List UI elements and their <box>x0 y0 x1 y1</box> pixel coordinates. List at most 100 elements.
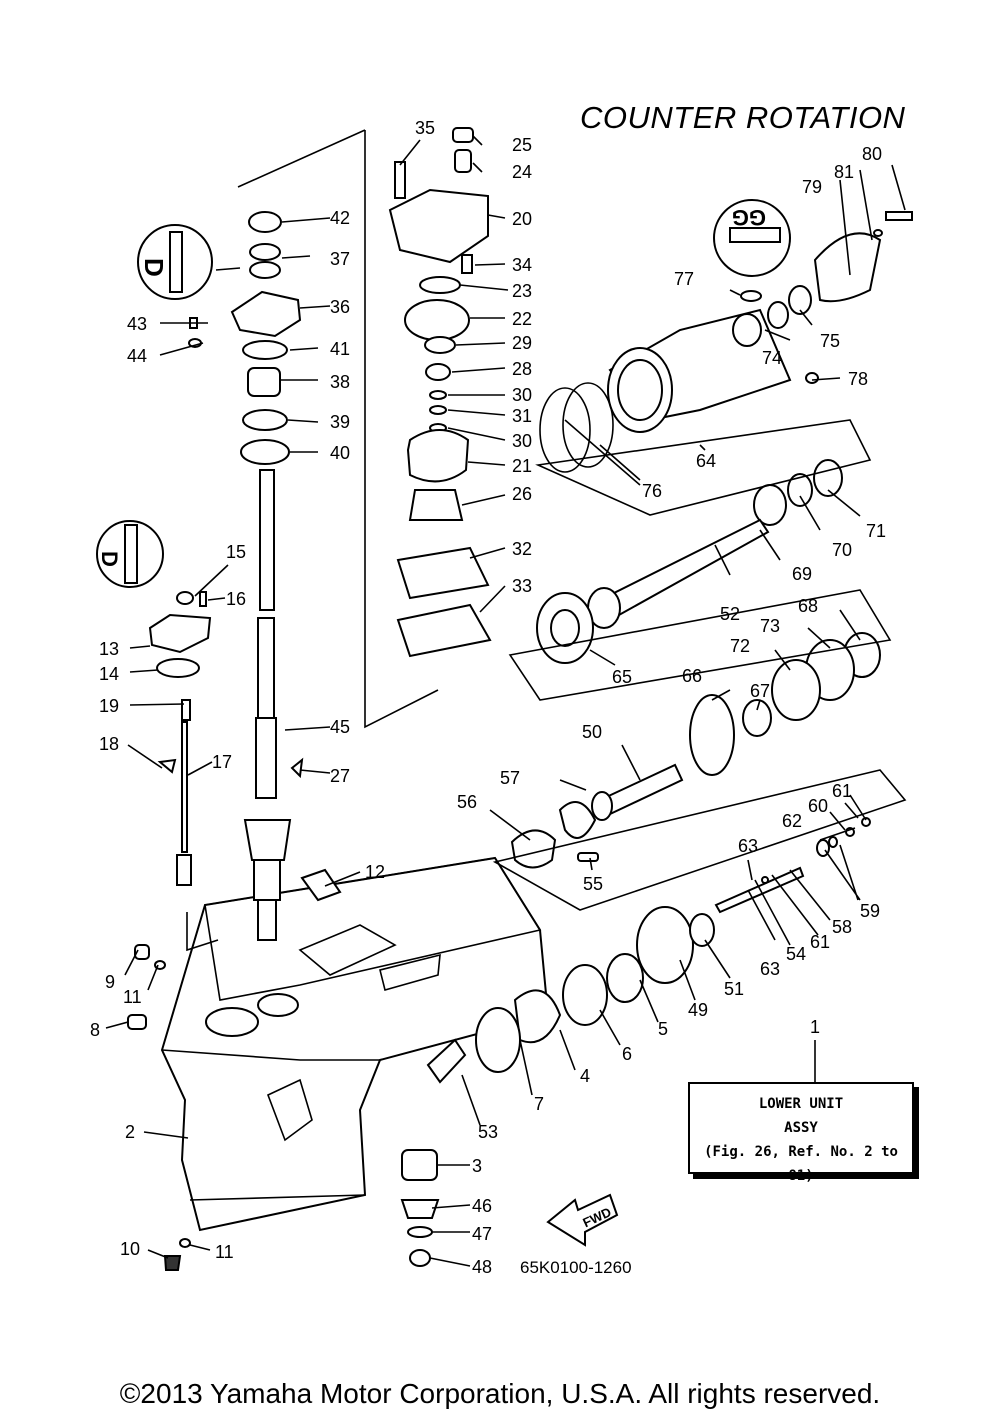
part-number-26: 26 <box>512 484 532 504</box>
part-number-62: 62 <box>782 811 802 831</box>
drawing-code: 65K0100-1260 <box>520 1258 632 1277</box>
part-number-30: 30 <box>512 431 532 451</box>
copyright-notice: ©2013 Yamaha Motor Corporation, U.S.A. A… <box>119 1378 881 1409</box>
part-number-35: 35 <box>415 118 435 138</box>
part-number-48: 48 <box>472 1257 492 1277</box>
part-number-34: 34 <box>512 255 532 275</box>
part-number-33: 33 <box>512 576 532 596</box>
part-number-38: 38 <box>330 372 350 392</box>
part-number-41: 41 <box>330 339 350 359</box>
gear-housing <box>160 856 550 1232</box>
part-number-labels: 1 2 3 4 5 6 7 8 9 10 11 11 12 13 14 15 1… <box>90 118 886 1277</box>
fwd-arrow: FWD <box>546 1193 619 1247</box>
part-number-52: 52 <box>720 604 740 624</box>
lower-unit-assy-box: LOWER UNIT ASSY (Fig. 26, Ref. No. 2 to … <box>688 1082 914 1184</box>
part-number-68: 68 <box>798 596 818 616</box>
part-number-57: 57 <box>500 768 520 788</box>
part-number-3: 3 <box>472 1156 482 1176</box>
drive-shaft-upper-parts <box>188 211 302 465</box>
part-number-17: 17 <box>212 752 232 772</box>
part-number-70: 70 <box>832 540 852 560</box>
part-number-32: 32 <box>512 539 532 559</box>
part-number-13: 13 <box>99 639 119 659</box>
part-number-27: 27 <box>330 766 350 786</box>
part-number-50: 50 <box>582 722 602 742</box>
part-number-11: 11 <box>215 1242 234 1262</box>
shift-rod-parts <box>148 591 212 886</box>
part-number-45: 45 <box>330 717 350 737</box>
part-number-64: 64 <box>696 451 716 471</box>
part-number-7: 7 <box>534 1094 544 1114</box>
part-number-55: 55 <box>583 874 603 894</box>
part-number-30: 30 <box>512 385 532 405</box>
part-number-63: 63 <box>760 959 780 979</box>
part-number-74: 74 <box>762 348 782 368</box>
part-number-8: 8 <box>90 1020 100 1040</box>
part-number-19: 19 <box>99 696 119 716</box>
part-number-6: 6 <box>622 1044 632 1064</box>
part-number-18: 18 <box>99 734 119 754</box>
part-number-78: 78 <box>848 369 868 389</box>
svg-text:GG: GG <box>732 205 766 230</box>
part-number-76: 76 <box>642 481 662 501</box>
part-number-29: 29 <box>512 333 532 353</box>
part-number-10: 10 <box>120 1239 140 1259</box>
part-number-16: 16 <box>226 589 246 609</box>
part-number-31: 31 <box>512 406 532 426</box>
propeller-shaft-housing <box>539 211 913 473</box>
part-number-9: 9 <box>105 972 115 992</box>
part-number-20: 20 <box>512 209 532 229</box>
part-number-37: 37 <box>330 249 350 269</box>
part-number-71: 71 <box>866 521 886 541</box>
part-number-51: 51 <box>724 979 744 999</box>
misc-small-parts <box>127 757 342 1271</box>
part-number-5: 5 <box>658 1019 668 1039</box>
part-number-59: 59 <box>860 901 880 921</box>
part-number-58: 58 <box>832 917 852 937</box>
part-number-23: 23 <box>512 281 532 301</box>
part-number-47: 47 <box>472 1224 492 1244</box>
lube-callout-d-upper: D <box>137 224 213 300</box>
part-number-61: 61 <box>810 932 830 952</box>
part-number-21: 21 <box>512 456 532 476</box>
part-number-46: 46 <box>472 1196 492 1216</box>
part-number-65: 65 <box>612 667 632 687</box>
part-number-54: 54 <box>786 944 806 964</box>
part-number-77: 77 <box>674 269 694 289</box>
drive-shaft <box>243 469 292 941</box>
part-number-4: 4 <box>580 1066 590 1086</box>
propeller-shaft-and-gears <box>426 459 881 1084</box>
part-number-15: 15 <box>226 542 246 562</box>
part-number-36: 36 <box>330 297 350 317</box>
part-number-67: 67 <box>750 681 770 701</box>
part-number-72: 72 <box>730 636 750 656</box>
part-number-24: 24 <box>512 162 532 182</box>
part-number-39: 39 <box>330 412 350 432</box>
lube-callout-d-lower: D <box>96 520 164 588</box>
assy-box-line1: LOWER UNIT <box>758 1096 844 1112</box>
svg-text:D: D <box>139 258 169 277</box>
svg-text:D: D <box>97 551 122 567</box>
assy-box-line3: (Fig. 26, Ref. No. 2 to 81) <box>704 1144 898 1184</box>
part-number-12: 12 <box>365 862 385 882</box>
part-number-42: 42 <box>330 208 350 228</box>
part-number-43: 43 <box>127 314 147 334</box>
part-number-25: 25 <box>512 135 532 155</box>
part-number-49: 49 <box>688 1000 708 1020</box>
part-number-22: 22 <box>512 309 532 329</box>
part-number-2: 2 <box>125 1122 135 1142</box>
part-number-40: 40 <box>330 443 350 463</box>
diagram-title: COUNTER ROTATION <box>580 100 906 135</box>
part-number-66: 66 <box>682 666 702 686</box>
part-number-79: 79 <box>802 177 822 197</box>
part-number-75: 75 <box>820 331 840 351</box>
leader-lines <box>105 135 906 1267</box>
water-pump-parts <box>364 127 492 729</box>
part-number-53: 53 <box>478 1122 498 1142</box>
part-number-44: 44 <box>127 346 147 366</box>
part-number-73: 73 <box>760 616 780 636</box>
part-number-11: 11 <box>123 987 142 1007</box>
pinion-and-bearing <box>400 1149 440 1267</box>
part-number-81: 81 <box>834 162 854 182</box>
